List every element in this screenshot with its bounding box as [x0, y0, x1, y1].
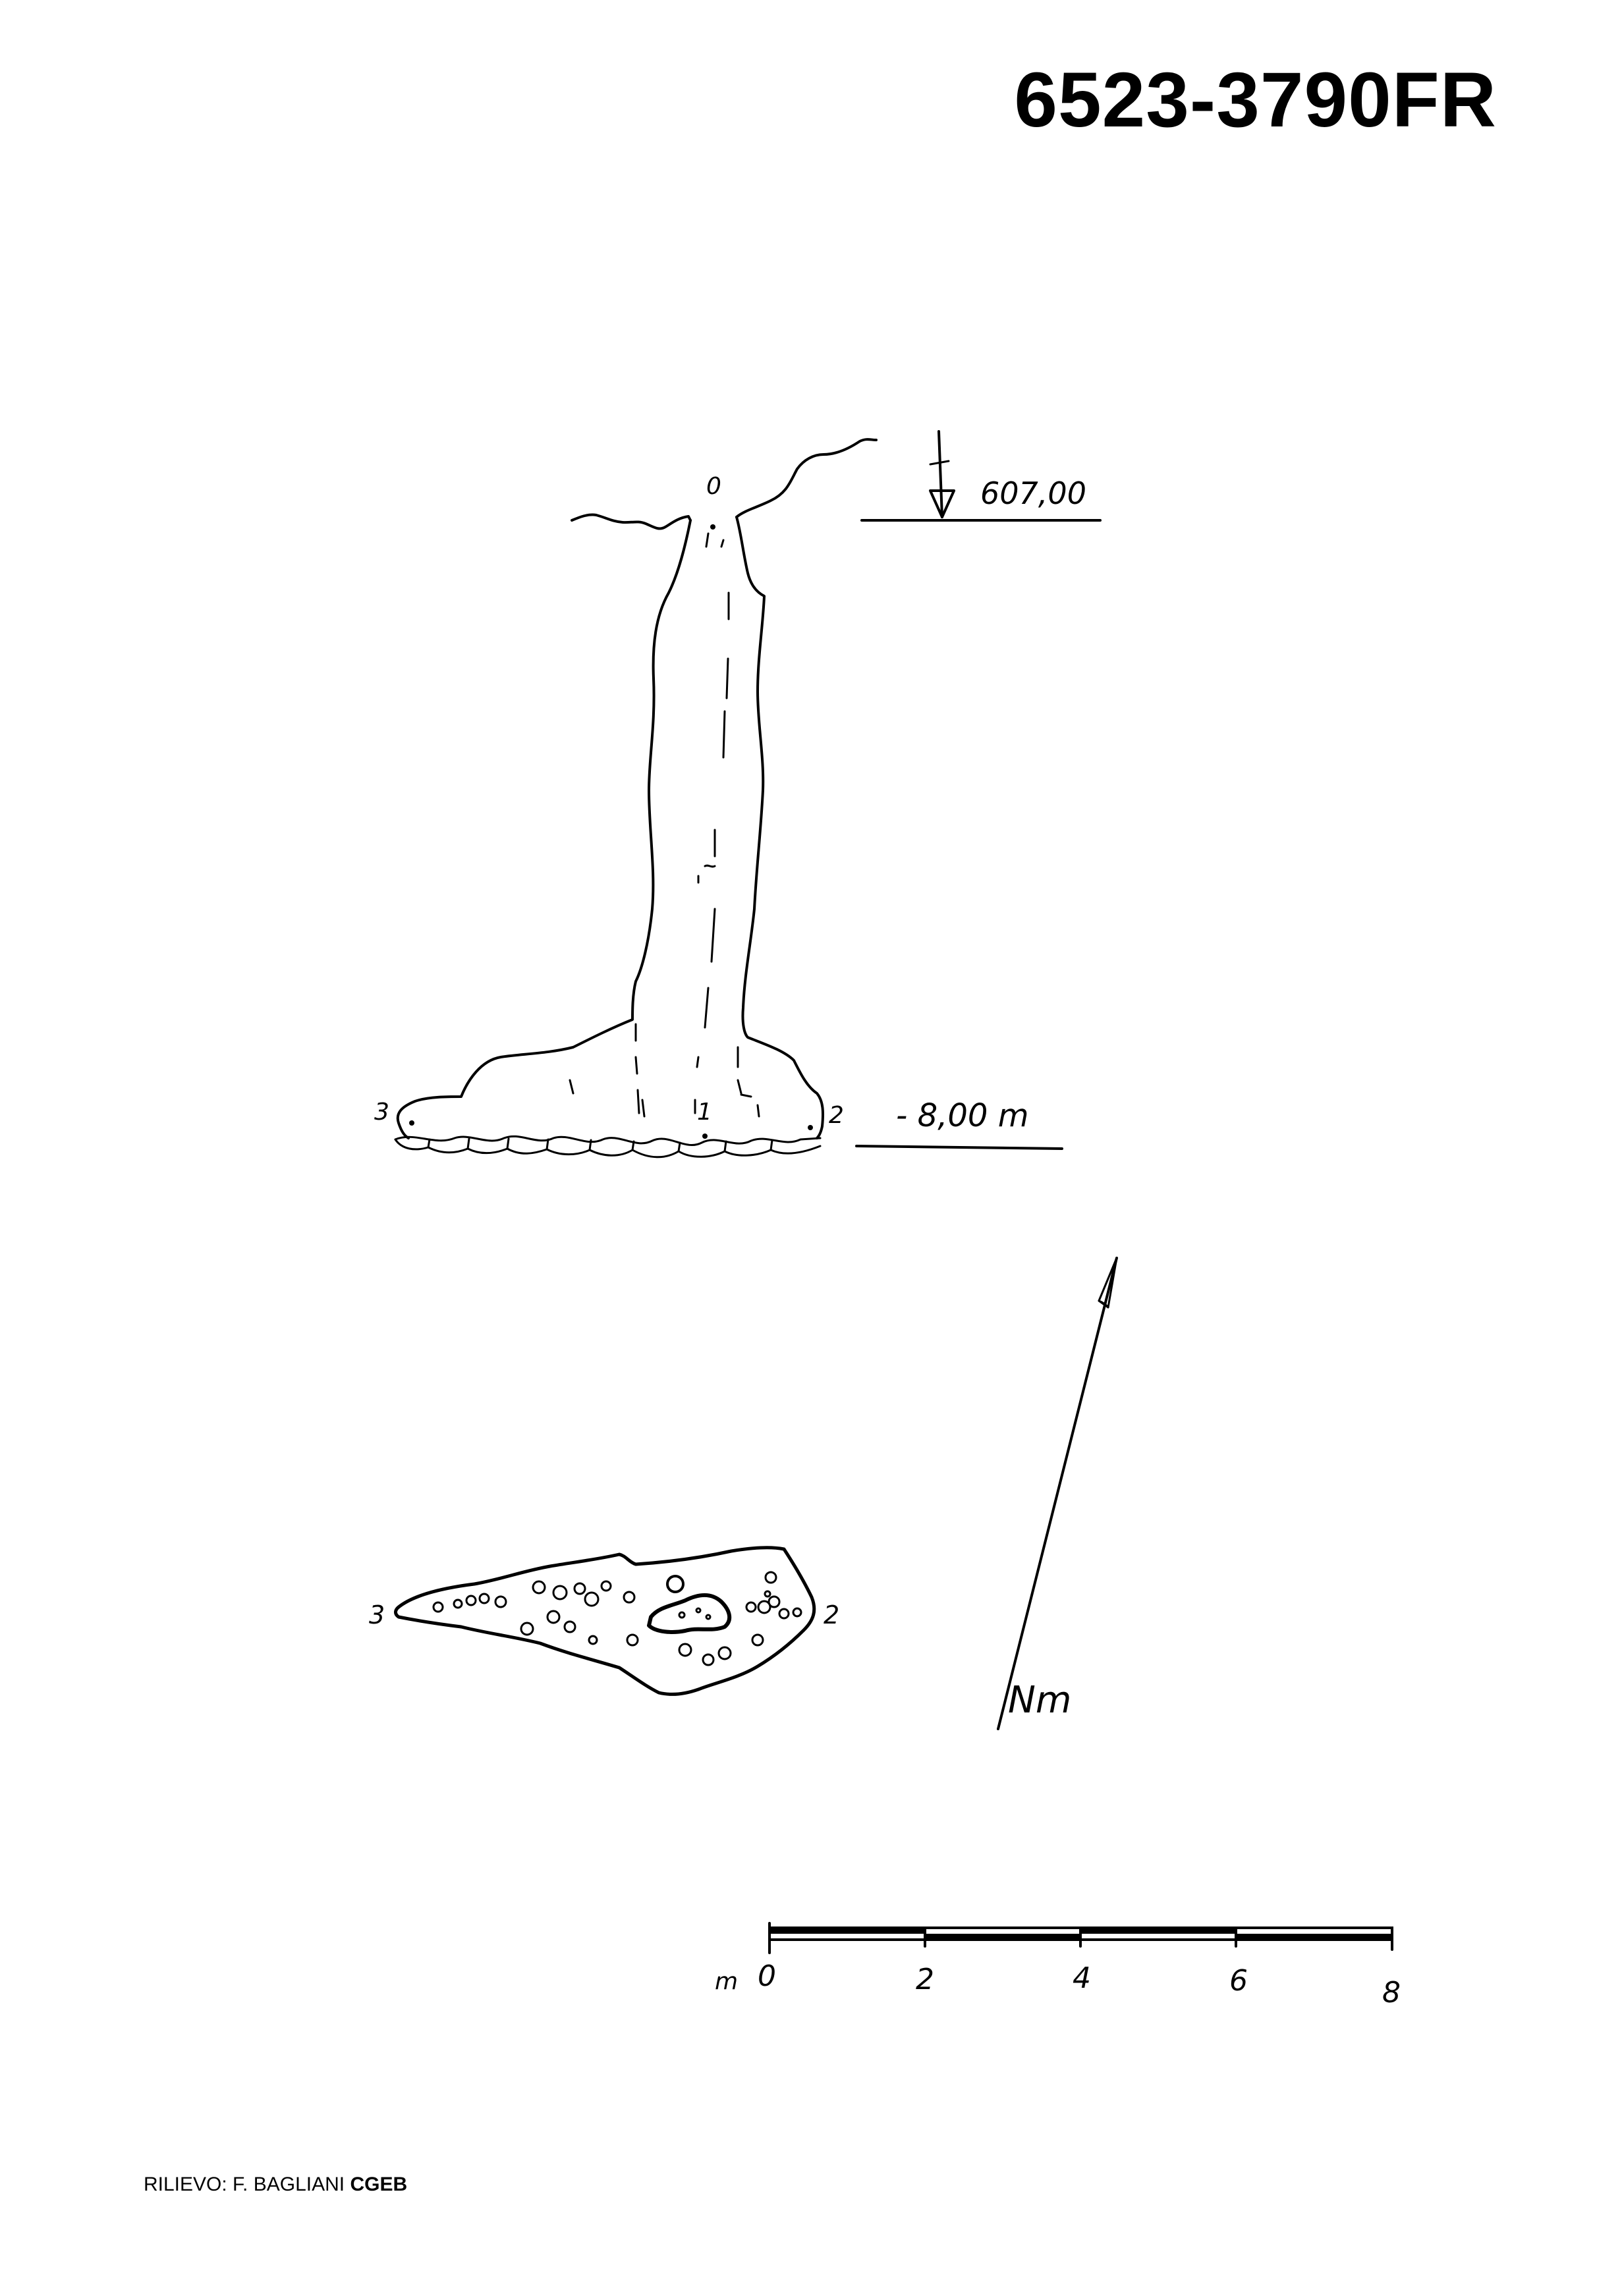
pebble-floor — [394, 1135, 822, 1159]
plan-view: 3 2 — [369, 1546, 839, 1696]
section-station-points — [409, 524, 813, 1139]
surface-line — [571, 513, 692, 530]
station-label-2: 2 — [829, 1102, 844, 1129]
plan-pebbles — [432, 1571, 802, 1666]
north-arrow — [997, 1257, 1118, 1730]
station-label-1: 1 — [697, 1099, 712, 1126]
scale-bar — [768, 1922, 1393, 1954]
north-label: Nm — [1008, 1679, 1071, 1722]
inner-dashes — [569, 532, 760, 1118]
scale-tick-8: 8 — [1382, 1976, 1401, 2009]
surface-line-right — [735, 438, 878, 518]
elevation-label: 607,00 — [980, 476, 1086, 511]
cave-id-title: 6523-3790FR — [1014, 57, 1497, 144]
credit-surveyor: RILIEVO: F. BAGLIANI — [144, 2173, 345, 2195]
plan-boulder — [666, 1575, 685, 1593]
section-view: 0 1 2 3 607,00 - 8,00 m — [374, 430, 1102, 1159]
elevation-marker — [860, 430, 1102, 522]
scale-unit: m — [715, 1968, 738, 1995]
scale-tick-2: 2 — [916, 1963, 934, 1996]
scale-tick-6: 6 — [1229, 1964, 1248, 1998]
survey-credit: RILIEVO: F. BAGLIANI CGEB — [144, 2173, 407, 2196]
depth-label: - 8,00 m — [896, 1097, 1028, 1134]
plan-station-label-2: 2 — [824, 1600, 839, 1629]
plan-station-label-3: 3 — [369, 1600, 385, 1629]
station-label-0: 0 — [706, 473, 721, 500]
scale-tick-4: 4 — [1073, 1961, 1091, 1995]
plan-block — [647, 1593, 732, 1634]
depth-line — [855, 1145, 1063, 1150]
shaft-wall-left — [396, 519, 692, 1139]
credit-organization: CGEB — [350, 2173, 408, 2195]
plan-outline — [394, 1546, 816, 1696]
shaft-wall-right — [735, 516, 824, 1139]
station-label-3: 3 — [374, 1099, 389, 1126]
scale-tick-0: 0 — [758, 1959, 776, 1993]
